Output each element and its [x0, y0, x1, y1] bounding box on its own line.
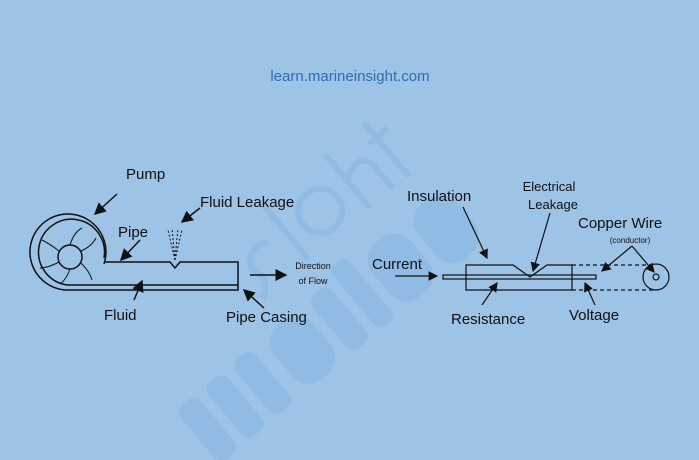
cable-cross-section	[642, 263, 670, 291]
label-pump: Pump	[126, 166, 165, 183]
pump-arrow	[93, 193, 118, 216]
label-fluid: Fluid	[104, 307, 137, 324]
pump-casing-outer	[29, 213, 239, 291]
resistance-arrow	[481, 282, 498, 306]
electrical-leakage-arrow	[530, 212, 551, 273]
leak-spray-icon	[167, 227, 183, 261]
casing-arrow	[242, 288, 265, 309]
label-direction-2: of Flow	[298, 276, 328, 286]
label-voltage: Voltage	[569, 307, 619, 324]
copper-arrow-1	[601, 245, 633, 272]
label-electrical: Electrical	[523, 179, 576, 194]
pump-casing-inner	[37, 218, 238, 286]
copper-wire	[442, 274, 597, 280]
label-direction-1: Direction	[295, 261, 331, 271]
label-pipe: Pipe	[118, 224, 148, 241]
label-fluid-leakage: Fluid Leakage	[200, 194, 294, 211]
cable-diagram	[395, 206, 670, 306]
insulation-arrow	[462, 206, 488, 260]
pump-hub	[57, 244, 83, 270]
voltage-arrow	[584, 281, 596, 306]
leakage-arrow	[180, 207, 201, 223]
label-resistance: Resistance	[451, 311, 525, 328]
fluid-arrow	[132, 279, 144, 301]
watermark-logo	[179, 120, 480, 460]
impeller-vanes-icon	[39, 227, 97, 285]
label-copper-wire: Copper Wire	[578, 215, 662, 232]
pipe-arrow	[119, 239, 141, 262]
label-current: Current	[372, 256, 423, 273]
label-pipe-casing: Pipe Casing	[226, 309, 307, 326]
label-conductor: (conductor)	[610, 236, 651, 245]
site-url: learn.marineinsight.com	[270, 68, 429, 85]
insulation-body	[465, 264, 573, 291]
conductor-cross-section	[652, 273, 660, 281]
pump-pipe-diagram	[29, 193, 288, 309]
copper-arrow-2	[631, 245, 655, 273]
label-leakage: Leakage	[528, 197, 578, 212]
label-insulation: Insulation	[407, 188, 471, 205]
